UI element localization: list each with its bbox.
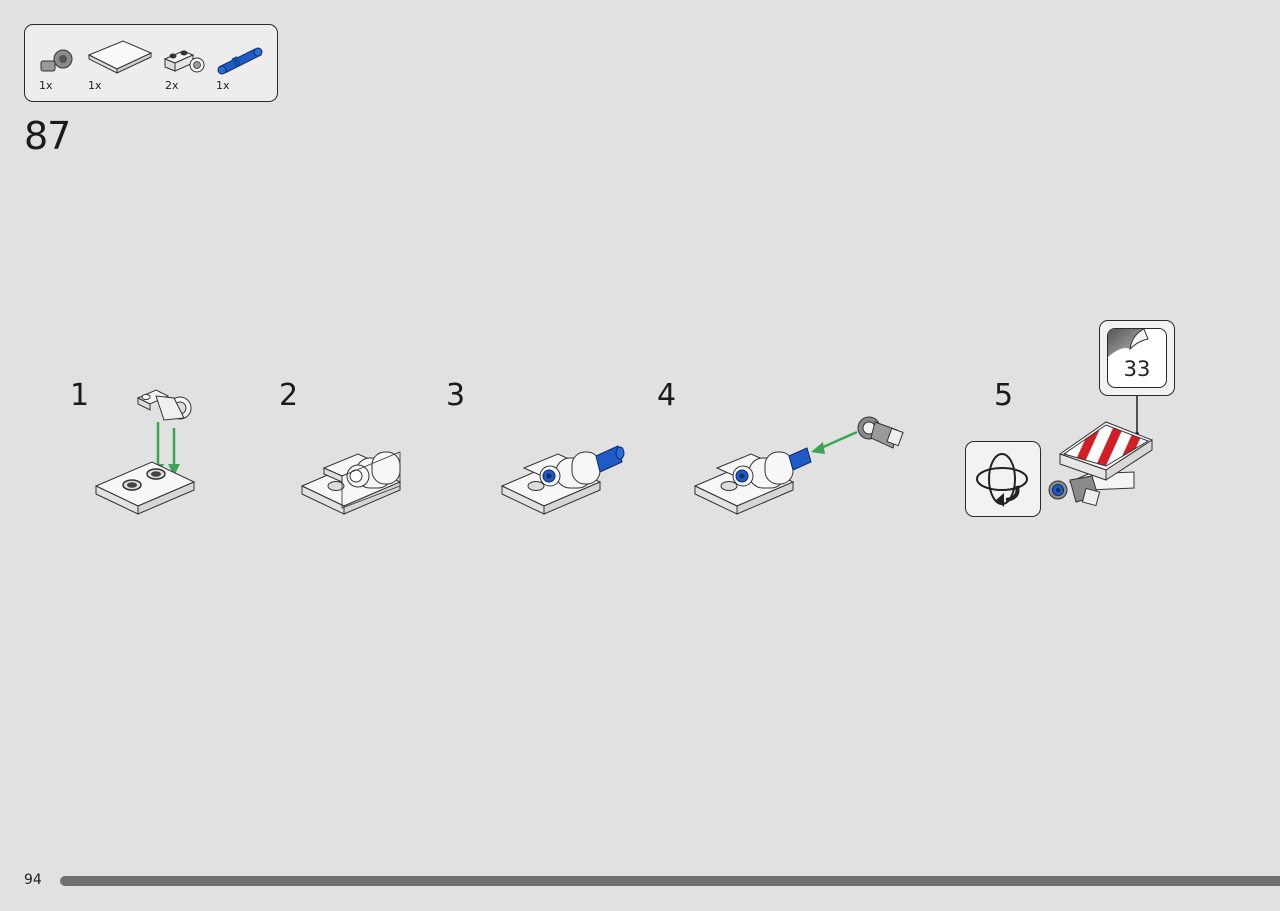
substep-3-illustration	[500, 438, 630, 518]
sticker-callout: 33	[1099, 320, 1175, 396]
substep-label-1: 1	[70, 378, 90, 413]
progress-bar-fill	[60, 876, 1280, 886]
part-qty: 2x	[165, 79, 179, 92]
substep-label-3: 3	[446, 378, 466, 413]
part-qty: 1x	[88, 79, 102, 92]
progress-bar	[60, 876, 1280, 886]
substep-4-illustration	[693, 408, 909, 518]
substep-label-5: 5	[994, 378, 1014, 413]
sticker-number: 33	[1123, 357, 1151, 381]
white-tile-icon	[87, 39, 153, 75]
sticker-peel-icon	[1108, 329, 1149, 357]
white-plate-with-pin-hole-icon	[163, 45, 207, 79]
part-qty: 1x	[216, 79, 230, 92]
part-qty: 1x	[39, 79, 53, 92]
substep-label-4: 4	[657, 378, 677, 413]
step-number: 87	[24, 114, 71, 158]
gray-axle-connector-icon	[37, 45, 77, 79]
sticker-card: 33	[1107, 328, 1167, 388]
page-number: 94	[24, 872, 42, 888]
rotate-model-icon	[976, 453, 1028, 507]
rotate-model-callout	[965, 441, 1041, 517]
substep-1-illustration	[94, 388, 198, 518]
substep-label-2: 2	[279, 378, 299, 413]
substep-5-illustration	[1044, 396, 1160, 518]
blue-pin-icon	[215, 43, 269, 77]
substep-2-illustration	[300, 438, 404, 518]
parts-list: 1x 1x 2x 1x	[24, 24, 278, 102]
